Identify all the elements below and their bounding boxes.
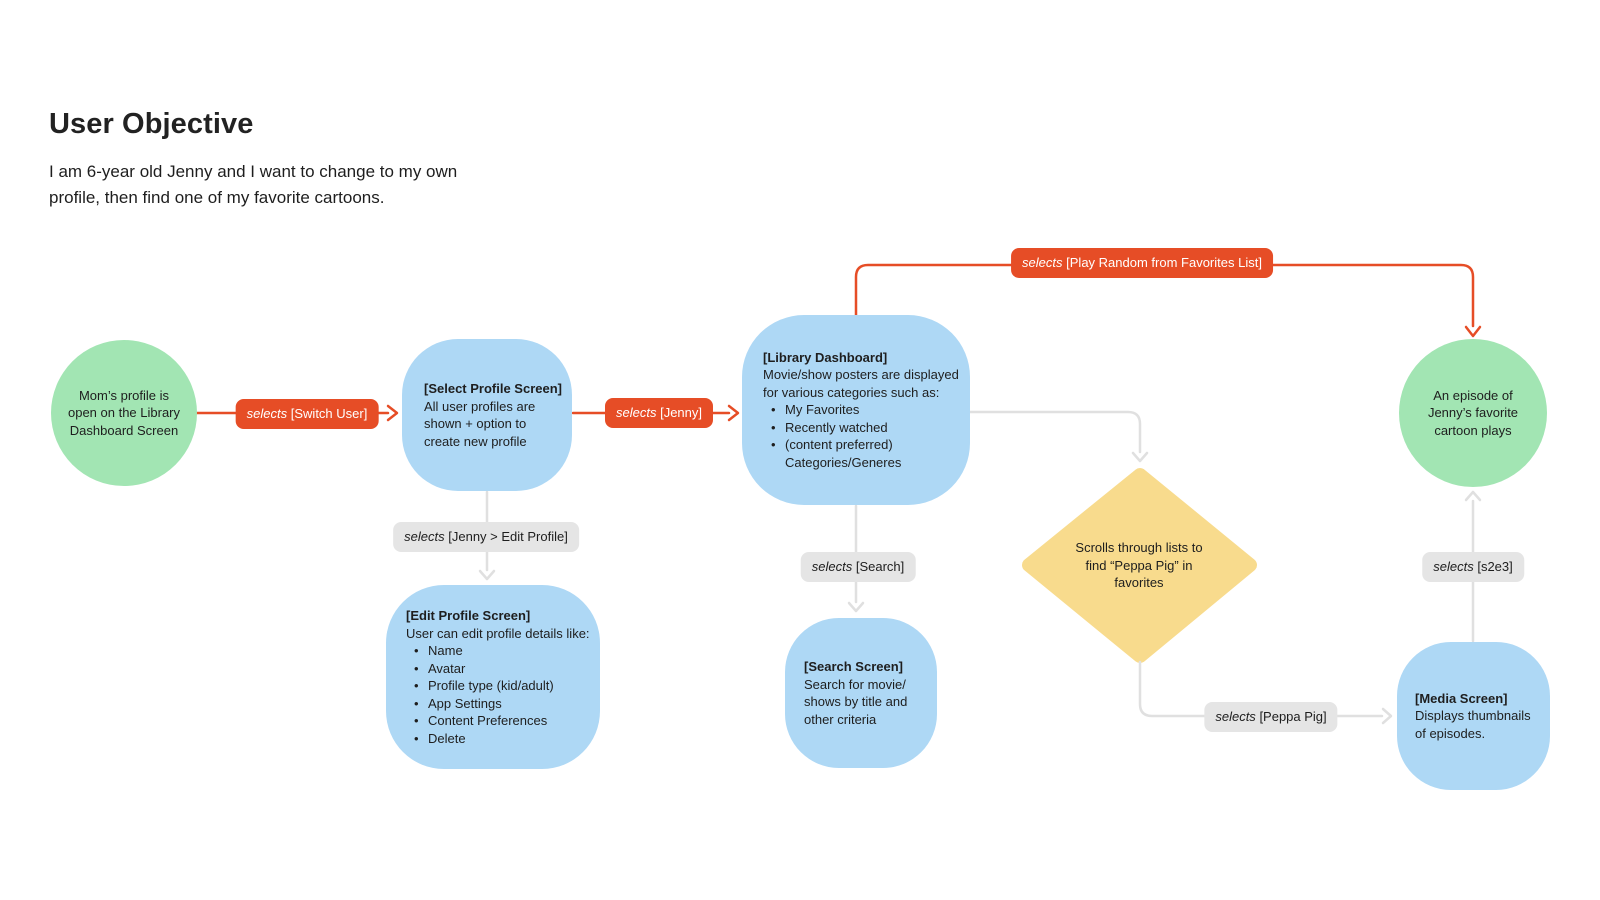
connector-play-random-arrowhead bbox=[1464, 325, 1482, 338]
bullet-dot: • bbox=[414, 713, 419, 728]
bullet-dot: • bbox=[771, 419, 776, 435]
list-item: • Recently watched bbox=[771, 419, 888, 435]
node-title: [Library Dashboard] bbox=[763, 349, 888, 365]
search-screen-node: [Search Screen] Search for movie/ shows … bbox=[785, 618, 937, 768]
node-title: [Media Screen] bbox=[1415, 690, 1508, 706]
connector-jenny-arrowhead bbox=[727, 404, 740, 422]
edge-label-jenny: selects [Jenny] bbox=[604, 398, 714, 428]
select-profile-screen-node: [Select Profile Screen] All user profile… bbox=[402, 339, 572, 491]
edge-label-play-random: selects [Play Random from Favorites List… bbox=[1011, 248, 1273, 278]
edge-label-edit-profile: selects [Jenny > Edit Profile] bbox=[393, 522, 579, 552]
bullet-dot: • bbox=[414, 678, 419, 693]
bullet-dot: • bbox=[414, 643, 419, 658]
bullet-dot: • bbox=[771, 437, 776, 453]
list-item: • Profile type (kid/adult) bbox=[414, 678, 554, 693]
bullet-dot: • bbox=[771, 402, 776, 418]
connector-to-decision-arrowhead bbox=[1131, 451, 1149, 463]
edge-label-switch-user: selects [Switch User] bbox=[235, 399, 379, 429]
connector-edit-profile-arrowhead bbox=[478, 569, 496, 581]
node-title: [Edit Profile Screen] bbox=[406, 608, 531, 623]
node-title: [Select Profile Screen] bbox=[424, 381, 562, 396]
list-item: • Avatar bbox=[414, 660, 466, 676]
decision-diamond-shape bbox=[1022, 468, 1257, 663]
decision-diamond-label: Scrolls through lists to find “Peppa Pig… bbox=[1075, 539, 1203, 590]
page-subtitle: I am 6-year old Jenny and I want to chan… bbox=[49, 162, 458, 207]
bullet-dot: • bbox=[414, 730, 419, 746]
connector-switch-user-arrowhead bbox=[386, 404, 399, 422]
list-item: • Name bbox=[414, 643, 463, 658]
library-dashboard-node: [Library Dashboard] Movie/show posters a… bbox=[742, 315, 970, 505]
list-item: • App Settings bbox=[414, 695, 502, 711]
list-item: • Content Preferences bbox=[414, 713, 548, 728]
end-node-text: An episode of Jenny’s favorite cartoon p… bbox=[1427, 387, 1519, 438]
connector-peppa-pig bbox=[1138, 660, 1384, 718]
bullet-dot: • bbox=[414, 695, 419, 711]
list-item: • (content preferred) Categories/Generes bbox=[771, 437, 902, 470]
connector-peppa-pig-arrowhead bbox=[1381, 707, 1393, 725]
connector-s2e3-arrowhead bbox=[1464, 490, 1482, 502]
edge-label-s2e3: selects [s2e3] bbox=[1422, 552, 1524, 582]
start-node-text: Mom’s profile is open on the Library Das… bbox=[67, 387, 181, 438]
bullet-dot: • bbox=[414, 660, 419, 676]
end-node-episode-plays: An episode of Jenny’s favorite cartoon p… bbox=[1399, 339, 1547, 487]
edge-label-search: selects [Search] bbox=[800, 552, 916, 582]
start-node-moms-profile: Mom’s profile is open on the Library Das… bbox=[51, 340, 197, 486]
list-item: • Delete bbox=[414, 730, 466, 746]
media-screen-node: [Media Screen] Displays thumbnails of ep… bbox=[1397, 642, 1550, 790]
node-title: [Search Screen] bbox=[804, 659, 903, 674]
list-item: • My Favorites bbox=[771, 402, 860, 418]
edit-profile-screen-node: [Edit Profile Screen] User can edit prof… bbox=[386, 585, 600, 769]
connector-search-arrowhead bbox=[847, 601, 865, 613]
page-title: User Objective bbox=[49, 108, 254, 140]
connector-to-decision bbox=[968, 410, 1142, 454]
edge-label-peppa-pig: selects [Peppa Pig] bbox=[1204, 702, 1338, 732]
